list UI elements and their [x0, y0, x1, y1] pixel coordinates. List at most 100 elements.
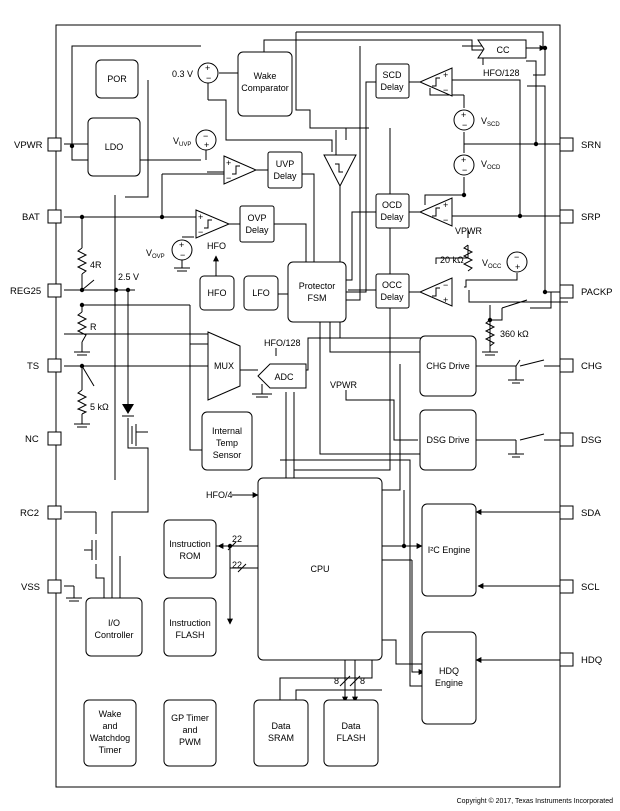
r4r-label: 4R	[90, 260, 102, 270]
por-label: POR	[107, 74, 127, 84]
svg-text:+: +	[226, 158, 231, 168]
wdt-label-4: Timer	[99, 745, 122, 755]
diode	[122, 404, 134, 414]
svg-text:+: +	[515, 262, 520, 272]
left-pins: VPWR BAT REG25 TS NC RC2 VSS	[10, 137, 62, 594]
gpt-label-1: GP Timer	[171, 713, 209, 723]
svg-text:+: +	[461, 155, 466, 165]
svg-text:−: −	[462, 120, 467, 130]
io-label-2: Controller	[94, 630, 133, 640]
svg-text:+: +	[204, 140, 209, 150]
svg-text:−: −	[203, 131, 208, 141]
lfo-block	[243, 275, 279, 311]
hfo4-label: HFO/4	[206, 490, 233, 500]
mux-block	[207, 331, 241, 401]
copyright-text: Copyright © 2017, Texas Instruments Inco…	[457, 797, 613, 805]
hfo128-cc-label: HFO/128	[483, 68, 520, 78]
uvp-delay-block	[267, 151, 303, 189]
pin-scl: SCL	[581, 582, 599, 593]
hfo128-adc-label: HFO/128	[264, 338, 301, 348]
pin-srn: SRN	[581, 140, 601, 151]
svg-text:−: −	[198, 227, 203, 237]
iflash-label-2: FLASH	[175, 630, 204, 640]
instruction-flash-block	[163, 597, 217, 657]
dflash-label-2: FLASH	[336, 733, 365, 743]
vuvp-label: VUVP	[173, 136, 191, 148]
svg-text:−: −	[443, 280, 448, 290]
vocc-label: VOCC	[482, 258, 502, 270]
svg-text:+: +	[179, 240, 184, 250]
vpwr-label-2: VPWR	[455, 226, 483, 236]
sram-label-1: Data	[271, 721, 290, 731]
r20k-label: 20 kΩ	[440, 255, 464, 265]
ldo-label: LDO	[105, 142, 124, 152]
hdq-engine-block	[421, 631, 477, 725]
temp-label-2: Temp	[216, 438, 238, 448]
iflash-label-1: Instruction	[169, 618, 211, 628]
adc-label: ADC	[274, 372, 294, 382]
data-flash-block	[323, 699, 379, 767]
temp-label-1: Internal	[212, 426, 242, 436]
por-block	[95, 59, 139, 99]
svg-text:−: −	[180, 250, 185, 260]
pin-sda: SDA	[581, 508, 601, 519]
bus22-label-1: 22	[232, 534, 242, 544]
svg-text:+: +	[443, 70, 448, 80]
pin-rc2: RC2	[20, 508, 39, 519]
pin-nc: NC	[25, 434, 39, 445]
svg-text:−: −	[514, 252, 519, 262]
v03-label: 0.3 V	[172, 69, 193, 79]
chip-outline	[55, 24, 561, 788]
sram-label-2: SRAM	[268, 733, 294, 743]
wake-comparator-block	[237, 51, 293, 117]
svg-text:+: +	[443, 200, 448, 210]
r360-label: 360 kΩ	[500, 329, 529, 339]
scd-label-1: SCD	[382, 70, 402, 80]
pin-packp: PACKP	[581, 287, 613, 298]
svg-text:−: −	[462, 165, 467, 175]
irom-label-2: ROM	[180, 551, 201, 561]
svg-text:−: −	[443, 215, 448, 225]
chg-drive-block	[419, 335, 477, 397]
ovp-delay-block	[239, 205, 275, 243]
ovp-label-2: Delay	[245, 225, 269, 235]
wdt-label-1: Wake	[99, 709, 122, 719]
i2c-label: I²C Engine	[428, 545, 471, 555]
ldo-block	[87, 117, 141, 177]
wake-comp-label-2: Comparator	[241, 83, 289, 93]
pin-srp: SRP	[581, 212, 601, 223]
vovp-label: VOVP	[146, 248, 165, 260]
temp-sensor-block	[201, 411, 253, 471]
cc-block	[477, 39, 527, 59]
svg-text:−: −	[226, 173, 231, 183]
pin-ts: TS	[27, 361, 39, 372]
hdq-label-2: Engine	[435, 678, 463, 688]
wdt-label-2: and	[102, 721, 117, 731]
svg-text:−: −	[443, 85, 448, 95]
hfo-in-label: HFO	[207, 241, 226, 251]
rr-label: R	[90, 322, 97, 332]
temp-label-3: Sensor	[213, 450, 242, 460]
ocd-label-1: OCD	[382, 200, 403, 210]
io-controller-block	[85, 597, 143, 657]
wiring	[64, 31, 569, 703]
svg-text:+: +	[443, 295, 448, 305]
hfo-label: HFO	[208, 288, 227, 298]
dsg-drive-label: DSG Drive	[426, 435, 469, 445]
instruction-rom-block	[163, 519, 217, 579]
pin-bat: BAT	[22, 212, 40, 223]
junctions	[69, 45, 548, 549]
r5k-label: 5 kΩ	[90, 402, 109, 412]
pin-vpwr: VPWR	[14, 140, 43, 151]
vpwr-label-1: VPWR	[330, 380, 358, 390]
scd-delay-block	[375, 63, 410, 99]
dflash-label-1: Data	[341, 721, 360, 731]
bus8-label-2: 8	[360, 676, 365, 686]
lfo-label: LFO	[252, 288, 270, 298]
dsg-drive-block	[419, 409, 477, 471]
gp-timer-block	[163, 699, 217, 767]
uvp-label-2: Delay	[273, 171, 297, 181]
pin-chg: CHG	[581, 361, 602, 372]
ovp-label-1: OVP	[247, 213, 266, 223]
